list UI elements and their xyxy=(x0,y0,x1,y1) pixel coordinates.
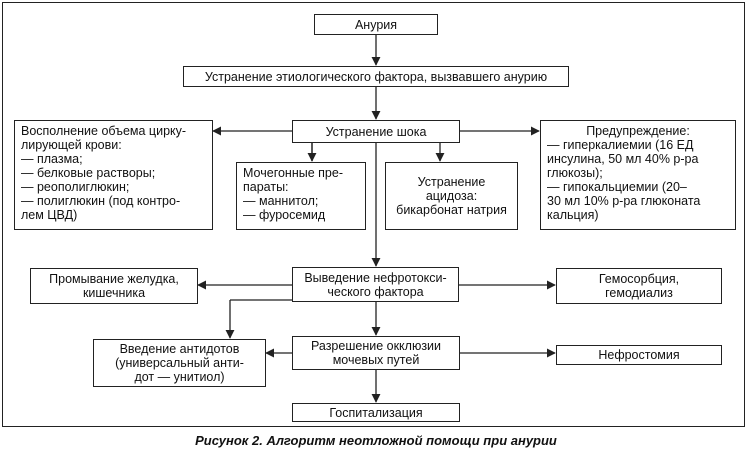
node-nephrotoxic: Выведение нефротокси- ческого фактора xyxy=(292,267,459,302)
node-occlusion: Разрешение окклюзии мочевых путей xyxy=(292,336,460,370)
node-acidosis: Устранение ацидоза: бикарбонат натрия xyxy=(385,162,518,230)
node-antidotes: Введение антидотов (универсальный анти- … xyxy=(93,339,266,387)
node-hemosorption: Гемосорбция, гемодиализ xyxy=(556,268,722,304)
node-shock: Устранение шока xyxy=(292,120,460,143)
node-lavage: Промывание желудка, кишечника xyxy=(30,268,198,304)
diagram-frame xyxy=(2,2,745,427)
node-hospital: Госпитализация xyxy=(292,403,460,422)
node-elimination: Устранение этиологического фактора, вызв… xyxy=(183,66,569,87)
figure-caption: Рисунок 2. Алгоритм неотложной помощи пр… xyxy=(195,433,557,448)
node-volume: Восполнение объема цирку- лирующей крови… xyxy=(14,120,213,230)
node-diuretics: Мочегонные пре- параты: — маннитол; — фу… xyxy=(236,162,366,230)
node-prevention: Предупреждение: — гиперкалиемии (16 ЕД и… xyxy=(540,120,736,230)
node-anuria: Анурия xyxy=(314,14,438,35)
node-nephrostomy: Нефростомия xyxy=(556,345,722,365)
